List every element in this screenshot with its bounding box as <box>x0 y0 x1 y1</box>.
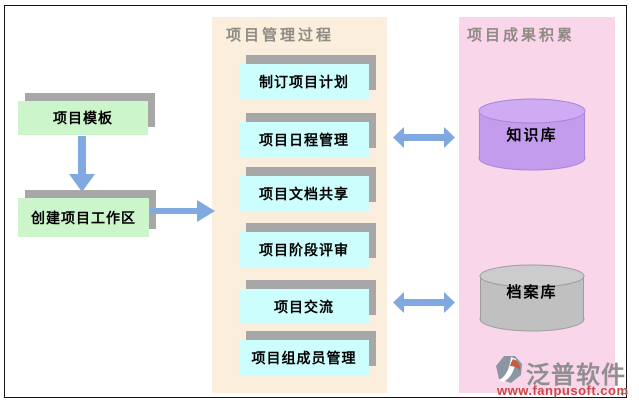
process-box-make-plan: 制订项目计划 <box>239 64 369 99</box>
brand-name: 泛普软件 <box>526 362 626 389</box>
process-box-member-mgmt: 项目组成员管理 <box>239 340 369 375</box>
down-arrow-icon <box>69 136 95 192</box>
fanpu-logo-icon <box>496 356 522 383</box>
archive-label: 档案库 <box>506 284 558 301</box>
process-box-make-plan-label: 制订项目计划 <box>259 73 349 90</box>
knowledge-base-cylinder <box>478 98 586 171</box>
process-box-member-mgmt-label: 项目组成员管理 <box>251 349 357 366</box>
results-panel <box>459 17 615 393</box>
bidirectional-arrow-archive-icon <box>393 292 455 313</box>
process-box-doc-sharing-label: 项目文档共享 <box>259 185 349 202</box>
process-box-phase-review-label: 项目阶段评审 <box>259 241 349 258</box>
process-box-communication: 项目交流 <box>239 289 369 324</box>
flow-box-create-workspace-label: 创建项目工作区 <box>31 209 136 226</box>
paragraph-mark: ↵ <box>620 388 630 400</box>
process-box-doc-sharing: 项目文档共享 <box>239 176 369 211</box>
flow-box-project-template-label: 项目模板 <box>53 110 113 126</box>
results-panel-title: 项目成果积累 <box>467 27 576 44</box>
process-panel-title: 项目管理过程 <box>226 27 335 44</box>
knowledge-base-label: 知识库 <box>506 127 558 144</box>
process-box-schedule-mgmt: 项目日程管理 <box>239 122 369 157</box>
process-box-phase-review: 项目阶段评审 <box>239 232 369 267</box>
flow-box-project-template: 项目模板 <box>18 101 148 135</box>
archive-cylinder <box>479 264 585 332</box>
flow-box-create-workspace: 创建项目工作区 <box>18 198 149 237</box>
process-box-communication-label: 项目交流 <box>274 298 334 315</box>
right-arrow-icon <box>150 200 215 222</box>
diagram-border <box>4 5 627 398</box>
process-box-schedule-mgmt-label: 项目日程管理 <box>259 131 349 148</box>
brand-url: www.fanpusoft.com <box>497 383 629 398</box>
bidirectional-arrow-knowledge-icon <box>393 127 455 148</box>
